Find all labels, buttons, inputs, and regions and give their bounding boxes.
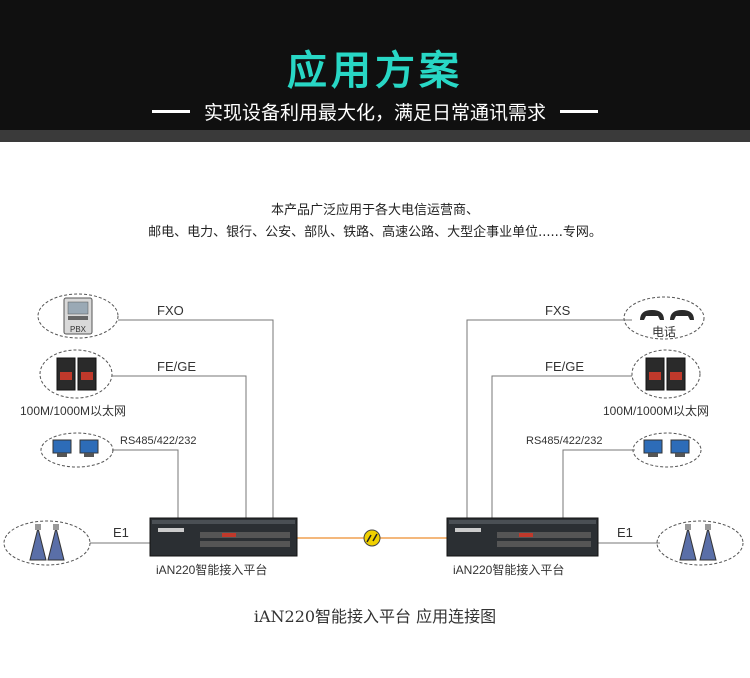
right-switch-ellipse [631, 349, 701, 399]
right-phone-ellipse [623, 296, 705, 340]
left-device-icon [149, 517, 298, 557]
right-pc-ellipse [632, 432, 702, 468]
page-subtitle: 实现设备利用最大化，满足日常通讯需求 [0, 98, 750, 125]
left-fe-line [112, 375, 247, 528]
left-ellipses [3, 293, 119, 566]
right-connection-lines [466, 319, 660, 544]
right-pc-icon [643, 439, 690, 457]
left-switch-icon [56, 357, 97, 391]
subtitle-right-dash [560, 110, 598, 113]
subtitle-left-dash [151, 110, 190, 113]
left-rs-line [112, 449, 179, 528]
left-tower-icon [29, 524, 65, 561]
intro-line-2: 邮电、电力、银行、公安、部队、铁路、高速公路、大型企事业单位......专网。 [148, 225, 602, 240]
subtitle-text: 实现设备利用最大化，满足日常通讯需求 [203, 102, 546, 124]
header-divider [0, 130, 750, 142]
left-e1-label: E1 [113, 525, 129, 540]
right-e1-label: E1 [617, 525, 633, 540]
header-banner: 应用方案 实现设备利用最大化，满足日常通讯需求 [0, 0, 750, 140]
right-tower-icon [679, 524, 717, 561]
right-switch-icon [645, 357, 686, 391]
right-tower-ellipse [656, 520, 744, 566]
left-pc-icon [52, 439, 99, 457]
left-fxo-line [118, 319, 274, 528]
intro-text: 本产品广泛应用于各大电信运营商、 邮电、电力、银行、公安、部队、铁路、高速公路、… [0, 200, 750, 244]
left-switch-ellipse [39, 349, 113, 399]
left-tower-ellipse [3, 520, 91, 566]
left-connection-lines [90, 319, 274, 544]
right-fxs-label: FXS [545, 303, 571, 318]
left-pbx-ellipse [37, 293, 119, 339]
left-fe-label: FE/GE [157, 359, 196, 374]
pbx-icon [63, 297, 93, 335]
phone-icon-label: 电话 [652, 325, 676, 339]
right-rs-label: RS485/422/232 [526, 435, 602, 447]
diagram-caption: iAN220智能接入平台 应用连接图 [253, 607, 497, 626]
right-fe-label: FE/GE [545, 359, 584, 374]
right-device-label: iAN220智能接入平台 [453, 562, 564, 577]
left-eth-label: 100M/1000M以太网 [20, 403, 126, 418]
left-rs-label: RS485/422/232 [120, 435, 196, 447]
left-pc-ellipse [40, 432, 114, 468]
link-icon [363, 529, 381, 547]
right-eth-label: 100M/1000M以太网 [603, 403, 709, 418]
left-device-label: iAN220智能接入平台 [156, 562, 267, 577]
right-ellipses [623, 296, 744, 566]
right-fe-line [491, 375, 632, 528]
intro-line-1: 本产品广泛应用于各大电信运营商、 [270, 203, 479, 218]
right-fxs-line [466, 319, 632, 528]
right-device-icon [446, 517, 599, 557]
phone-icon [640, 310, 694, 320]
left-fxo-label: FXO [157, 303, 184, 318]
page-title: 应用方案 [287, 48, 463, 94]
right-rs-line [562, 449, 635, 528]
pbx-icon-label: PBX [70, 325, 87, 334]
